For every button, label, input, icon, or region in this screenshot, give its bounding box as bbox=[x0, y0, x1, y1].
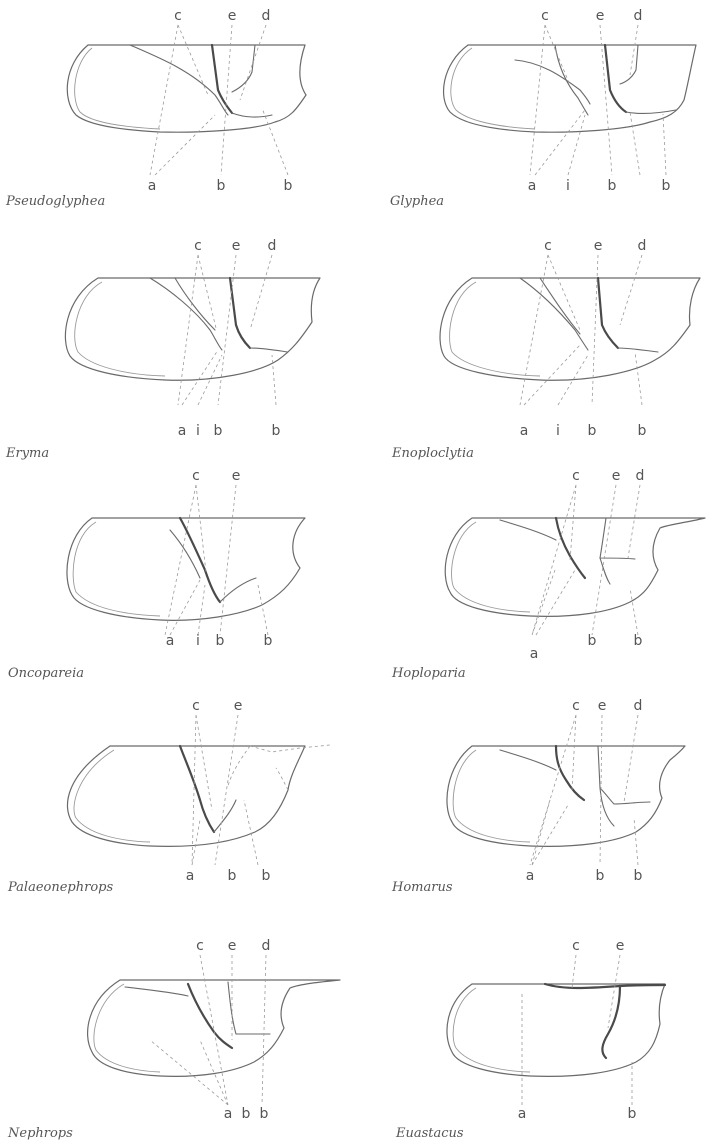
carapace-drawing: c e d a i b b bbox=[0, 230, 330, 440]
label-e: e bbox=[594, 238, 603, 254]
label-a: a bbox=[178, 423, 187, 439]
label-i: i bbox=[556, 423, 560, 439]
label-b: b bbox=[588, 633, 597, 649]
label-e: e bbox=[234, 698, 243, 714]
label-c: c bbox=[174, 8, 182, 24]
label-e: e bbox=[616, 938, 625, 954]
caption-pseudoglyphea: Pseudoglyphea bbox=[6, 194, 105, 209]
label-d: d bbox=[636, 468, 645, 484]
label-b: b bbox=[608, 178, 617, 194]
label-d: d bbox=[262, 938, 271, 954]
caption-nephrops: Nephrops bbox=[8, 1126, 73, 1141]
figure-panel-homarus: c e d a b b bbox=[380, 690, 710, 900]
figure-panel-eryma: c e d a i b b bbox=[0, 230, 330, 440]
carapace-drawing: c e d a i b b bbox=[380, 0, 710, 210]
label-c: c bbox=[541, 8, 549, 24]
label-e: e bbox=[612, 468, 621, 484]
label-a: a bbox=[520, 423, 529, 439]
label-b: b bbox=[214, 423, 223, 439]
carapace-drawing: c e d a b b bbox=[380, 460, 710, 670]
figure-panel-nephrops: c e d a b b bbox=[0, 930, 330, 1140]
label-a: a bbox=[526, 868, 535, 884]
label-c: c bbox=[192, 468, 200, 484]
label-c: c bbox=[572, 938, 580, 954]
label-c: c bbox=[194, 238, 202, 254]
label-c: c bbox=[544, 238, 552, 254]
label-d: d bbox=[634, 8, 643, 24]
label-e: e bbox=[232, 238, 241, 254]
label-e: e bbox=[228, 938, 237, 954]
label-c: c bbox=[196, 938, 204, 954]
caption-oncopareia: Oncopareia bbox=[8, 666, 84, 681]
label-b: b bbox=[662, 178, 671, 194]
label-b: b bbox=[272, 423, 281, 439]
label-b: b bbox=[634, 633, 643, 649]
label-i: i bbox=[196, 423, 200, 439]
figure-panel-oncopareia: c e a i b b bbox=[0, 460, 330, 670]
carapace-drawing: c e d a b b bbox=[380, 690, 710, 900]
label-b: b bbox=[262, 868, 271, 884]
label-b: b bbox=[217, 178, 226, 194]
label-e: e bbox=[596, 8, 605, 24]
caption-euastacus: Euastacus bbox=[396, 1126, 464, 1141]
figure-panel-glyphea: c e d a i b b bbox=[380, 0, 710, 210]
figure-panel-pseudoglyphea: c e d a b b bbox=[0, 0, 330, 210]
figure-panel-enoploclytia: c e d a i b b bbox=[380, 230, 710, 440]
caption-homarus: Homarus bbox=[392, 880, 453, 895]
caption-glyphea: Glyphea bbox=[390, 194, 444, 209]
label-d: d bbox=[268, 238, 277, 254]
label-a: a bbox=[530, 646, 539, 662]
label-b: b bbox=[264, 633, 273, 649]
carapace-drawing: c e a b bbox=[380, 930, 710, 1140]
carapace-drawing: c e d a b b bbox=[0, 0, 330, 210]
label-a: a bbox=[186, 868, 195, 884]
label-d: d bbox=[262, 8, 271, 24]
carapace-drawing: c e d a b b bbox=[0, 930, 330, 1140]
carapace-drawing: c e a b b bbox=[0, 690, 330, 900]
label-d: d bbox=[634, 698, 643, 714]
label-b: b bbox=[242, 1106, 251, 1122]
label-b: b bbox=[216, 633, 225, 649]
carapace-drawing: c e d a i b b bbox=[380, 230, 710, 440]
label-a: a bbox=[166, 633, 175, 649]
label-d: d bbox=[638, 238, 647, 254]
label-b: b bbox=[228, 868, 237, 884]
label-a: a bbox=[528, 178, 537, 194]
label-b: b bbox=[638, 423, 647, 439]
label-a: a bbox=[148, 178, 157, 194]
label-b: b bbox=[628, 1106, 637, 1122]
label-e: e bbox=[232, 468, 241, 484]
label-b: b bbox=[634, 868, 643, 884]
figure-panel-euastacus: c e a b bbox=[380, 930, 710, 1140]
caption-hoploparia: Hoploparia bbox=[392, 666, 466, 681]
figure-panel-hoploparia: c e d a b b bbox=[380, 460, 710, 670]
label-c: c bbox=[572, 468, 580, 484]
label-b: b bbox=[284, 178, 293, 194]
label-c: c bbox=[572, 698, 580, 714]
label-a: a bbox=[518, 1106, 527, 1122]
label-b: b bbox=[588, 423, 597, 439]
label-i: i bbox=[196, 633, 200, 649]
label-i: i bbox=[566, 178, 570, 194]
label-b: b bbox=[596, 868, 605, 884]
label-e: e bbox=[228, 8, 237, 24]
caption-eryma: Eryma bbox=[6, 446, 49, 461]
figure-panel-palaeonephrops: c e a b b bbox=[0, 690, 330, 900]
caption-palaeonephrops: Palaeonephrops bbox=[8, 880, 113, 895]
label-b: b bbox=[260, 1106, 269, 1122]
label-a: a bbox=[224, 1106, 233, 1122]
label-e: e bbox=[598, 698, 607, 714]
caption-enoploclytia: Enoploclytia bbox=[392, 446, 474, 461]
label-c: c bbox=[192, 698, 200, 714]
carapace-drawing: c e a i b b bbox=[0, 460, 330, 670]
